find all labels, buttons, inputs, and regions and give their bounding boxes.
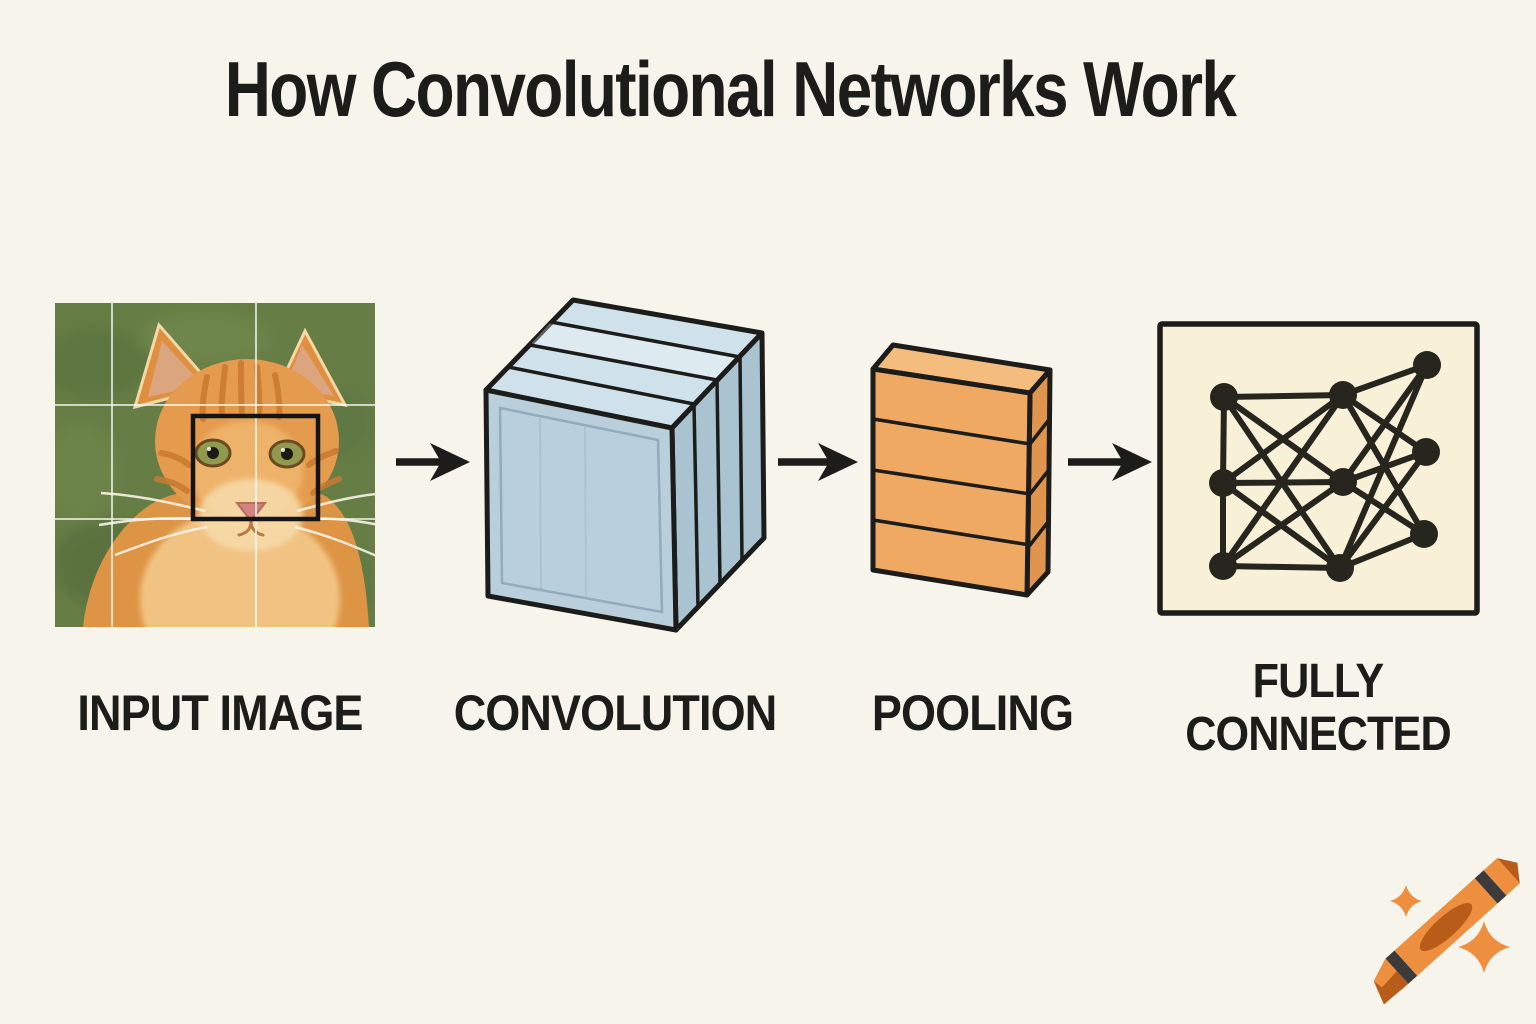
- network-node: [1329, 381, 1357, 409]
- pooling-figure: [870, 342, 1053, 598]
- cat-illustration: [83, 321, 375, 627]
- cat-eyes: [194, 438, 306, 469]
- network-nodes: [1209, 351, 1441, 582]
- network-node: [1326, 554, 1354, 582]
- network-edges: [1220, 362, 1430, 571]
- stage-label-fully-connected: FULLY CONNECTED: [1185, 655, 1451, 761]
- stage-label-pooling: POOLING: [871, 685, 1074, 741]
- crayon-logo: [1373, 858, 1520, 1005]
- network-node: [1209, 469, 1237, 497]
- sparkle-icon: [1458, 921, 1510, 973]
- right-arrow-icon: [396, 443, 470, 481]
- network-node: [1413, 351, 1441, 379]
- fully-connected-figure: [1157, 321, 1480, 616]
- stage-label-input-image: INPUT IMAGE: [77, 685, 363, 741]
- grid-overlay: [55, 303, 375, 627]
- network-node: [1329, 468, 1357, 496]
- input-image-figure: [55, 303, 375, 627]
- network-node: [1412, 438, 1440, 466]
- stage-label-convolution: CONVOLUTION: [453, 685, 777, 741]
- network-node: [1209, 552, 1237, 580]
- cat-nose: [234, 502, 268, 523]
- sparkle-icon: [1390, 885, 1422, 917]
- network-node: [1410, 520, 1438, 548]
- convolution-figure: [483, 297, 767, 633]
- receptive-field-box: [190, 413, 321, 522]
- diagram-title: How Convolutional Networks Work: [224, 45, 1237, 133]
- network-node: [1210, 383, 1238, 411]
- right-arrow-icon: [778, 443, 858, 481]
- crayon-icon: [1373, 858, 1520, 1005]
- right-arrow-icon: [1068, 443, 1152, 481]
